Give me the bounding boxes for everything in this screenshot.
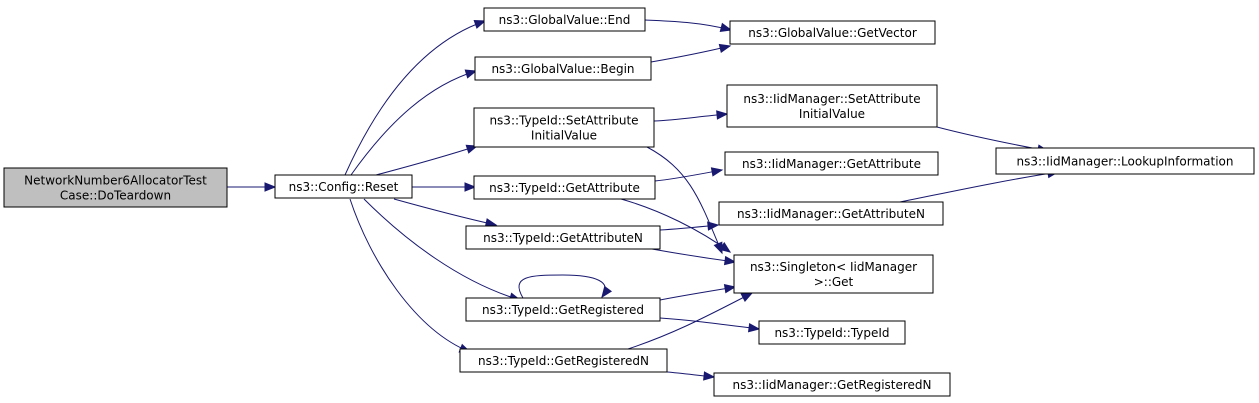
node-label: NetworkNumber6AllocatorTest [24, 174, 207, 188]
arrowhead [740, 292, 754, 303]
node-label: Case::DoTeardown [60, 189, 171, 203]
arrowhead [719, 22, 733, 32]
arrowhead [710, 167, 724, 177]
arrowhead [264, 182, 277, 192]
node-box [3, 167, 228, 208]
edge-gv_begin-to-gv_getvector [650, 43, 732, 63]
arrowhead [716, 110, 729, 120]
arrowhead [718, 241, 732, 253]
node-label: >::Get [814, 275, 854, 289]
node-box [459, 348, 668, 373]
node-label: ns3::TypeId::GetRegisteredN [478, 354, 649, 368]
edge-reset-to-gv_end [344, 19, 487, 176]
node-label: ns3::TypeId::SetAttribute [489, 114, 638, 128]
node-box [473, 107, 655, 148]
node-gv-end[interactable]: ns3::GlobalValue::End [483, 7, 646, 32]
edge-tid_getreg-to-singleton [659, 284, 737, 301]
arrowhead [718, 43, 732, 54]
edge-tid_setattr-to-iid_setattr [653, 110, 729, 122]
arrowhead [601, 285, 613, 299]
node-box [995, 147, 1255, 175]
node-box [274, 174, 413, 199]
edge-reset-to-tid_getreg [363, 198, 522, 302]
edge-tid_getreg-to-tid_getreg [518, 274, 613, 299]
node-label: InitialValue [531, 129, 597, 143]
node-label: ns3::TypeId::GetRegistered [482, 303, 644, 317]
node-tid-typeid[interactable]: ns3::TypeId::TypeId [758, 320, 906, 345]
node-label: InitialValue [799, 107, 865, 121]
arrowhead [703, 371, 716, 381]
node-iid-setattr[interactable]: ns3::IidManager::SetAttributeInitialValu… [726, 84, 938, 128]
node-label: ns3::IidManager::SetAttribute [743, 92, 920, 106]
node-box [474, 56, 652, 81]
node-box [758, 320, 906, 345]
edge-reset-to-tid_getattr [411, 182, 477, 192]
edge-reset-to-tid_getregn [349, 198, 472, 353]
node-gv-begin[interactable]: ns3::GlobalValue::Begin [474, 56, 652, 81]
node-label: ns3::GlobalValue::Begin [491, 62, 634, 76]
node-box [718, 201, 944, 226]
arrowhead [723, 255, 737, 266]
node-label: ns3::IidManager::GetAttribute [742, 157, 921, 171]
node-box [483, 7, 646, 32]
edges-layer [226, 19, 1060, 381]
node-reset[interactable]: ns3::Config::Reset [274, 174, 413, 199]
arrowhead [464, 69, 478, 79]
node-label: ns3::GlobalValue::GetVector [748, 26, 917, 40]
node-singleton[interactable]: ns3::Singleton< IidManager>::Get [733, 254, 934, 294]
edge-gv_end-to-gv_getvector [644, 19, 733, 32]
node-box [733, 254, 934, 294]
node-label: ns3::IidManager::GetAttributeN [737, 207, 925, 221]
node-tid-getregn[interactable]: ns3::TypeId::GetRegisteredN [459, 348, 668, 373]
node-label: ns3::IidManager::GetRegisteredN [732, 378, 931, 392]
edge-reset-to-gv_begin [350, 69, 478, 176]
edge-tid_getreg-to-tid_typeid [659, 317, 761, 333]
node-box [713, 372, 951, 397]
edge-tid_getattr-to-iid_getattr [654, 167, 724, 182]
edge-tid_getregn-to-iid_getregn [666, 371, 716, 381]
node-tid-getattr[interactable]: ns3::TypeId::GetAttribute [473, 175, 656, 200]
node-box [465, 297, 661, 322]
node-label: ns3::TypeId::TypeId [774, 326, 889, 340]
node-iid-getattrn[interactable]: ns3::IidManager::GetAttributeN [718, 201, 944, 226]
node-root[interactable]: NetworkNumber6AllocatorTestCase::DoTeard… [3, 167, 228, 208]
node-gv-getvector[interactable]: ns3::GlobalValue::GetVector [729, 20, 936, 45]
node-label: ns3::IidManager::LookupInformation [1017, 155, 1234, 169]
node-box [726, 84, 938, 128]
node-tid-getreg[interactable]: ns3::TypeId::GetRegistered [465, 297, 661, 322]
node-label: ns3::TypeId::GetAttributeN [483, 231, 643, 245]
arrowhead [707, 221, 720, 231]
arrowhead [747, 322, 761, 333]
arrowhead [723, 284, 737, 294]
edge-root-to-reset [226, 182, 277, 192]
node-tid-getattrn[interactable]: ns3::TypeId::GetAttributeN [465, 225, 661, 250]
edge-reset-to-tid_getattrn [393, 198, 498, 228]
node-box [465, 225, 661, 250]
node-iid-getregn[interactable]: ns3::IidManager::GetRegisteredN [713, 372, 951, 397]
edge-tid_getregn-to-singleton [627, 292, 754, 350]
edge-tid_getattrn-to-iid_getattrn [659, 221, 720, 231]
node-iid-getattr[interactable]: ns3::IidManager::GetAttribute [724, 151, 939, 176]
node-box [729, 20, 936, 45]
node-label: ns3::Singleton< IidManager [750, 260, 917, 274]
node-label: ns3::Config::Reset [289, 180, 399, 194]
node-label: ns3::TypeId::GetAttribute [489, 181, 640, 195]
edge-tid_getattrn-to-singleton [651, 248, 737, 266]
node-box [473, 175, 656, 200]
arrowhead [473, 19, 487, 29]
node-box [724, 151, 939, 176]
node-iid-lookup[interactable]: ns3::IidManager::LookupInformation [995, 147, 1255, 175]
arrowhead [464, 182, 477, 192]
edge-tid_getattr-to-singleton [620, 198, 732, 253]
nodes-layer: NetworkNumber6AllocatorTestCase::DoTeard… [3, 7, 1255, 397]
edge-reset-to-tid_setattr [375, 144, 479, 176]
node-label: ns3::GlobalValue::End [499, 13, 631, 27]
